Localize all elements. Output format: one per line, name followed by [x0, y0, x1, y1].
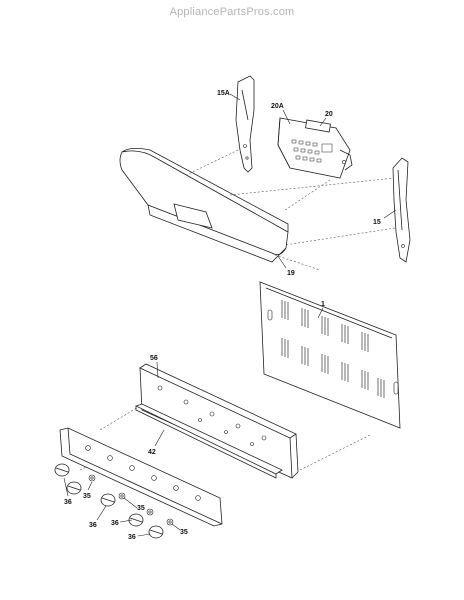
leader-lines — [63, 93, 397, 537]
label-56: 56 — [150, 355, 158, 362]
knob-3 — [128, 513, 164, 539]
trim-strip — [134, 403, 283, 479]
label-20a: 20A — [271, 103, 284, 110]
rear-panel — [259, 281, 401, 429]
label-42: 42 — [148, 449, 156, 456]
end-bracket-left — [235, 75, 255, 173]
watermark: AppliancePartsPros.com — [169, 6, 295, 18]
bezel-2 — [118, 492, 154, 516]
part-labels: 15A 20A 20 15 19 1 56 42 36 35 36 35 36 … — [64, 90, 381, 541]
label-1: 1 — [321, 301, 325, 308]
label-20: 20 — [325, 111, 333, 118]
bezel-1 — [88, 474, 96, 482]
knob-panel — [59, 427, 223, 527]
backguard-panel — [119, 148, 289, 263]
knob-2 — [100, 493, 116, 507]
label-35-b: 35 — [137, 505, 145, 512]
control-board-buttons — [291, 139, 333, 163]
label-36-d: 36 — [128, 534, 136, 541]
label-36-a: 36 — [64, 499, 72, 506]
label-35-c: 35 — [180, 529, 188, 536]
label-36-b: 36 — [89, 522, 97, 529]
label-36-c: 36 — [111, 520, 119, 527]
bezel-3 — [166, 518, 174, 526]
label-15a: 15A — [217, 90, 230, 97]
control-board — [277, 117, 353, 179]
manifold-panel — [139, 363, 299, 479]
label-35-a: 35 — [83, 493, 91, 500]
knob-1 — [54, 463, 82, 495]
rear-panel-vents — [281, 300, 385, 398]
display-window — [173, 203, 213, 229]
label-15: 15 — [373, 219, 381, 226]
label-19: 19 — [287, 270, 295, 277]
end-bracket-right — [392, 157, 411, 263]
